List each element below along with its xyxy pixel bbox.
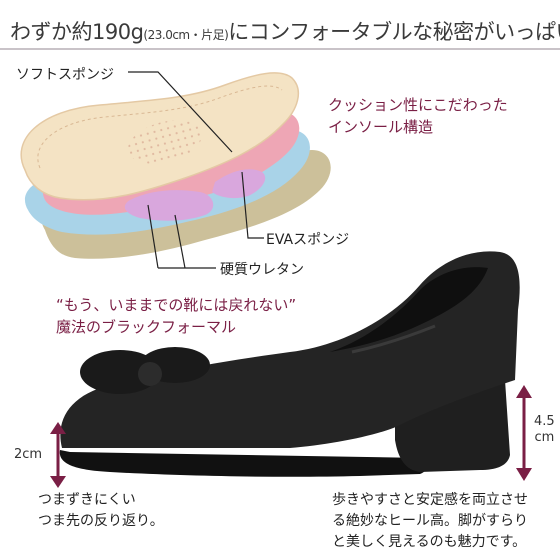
title-weight: わずか約190g bbox=[10, 20, 144, 44]
header-divider bbox=[0, 48, 560, 50]
slogan-line-2: 魔法のブラックフォーマル bbox=[56, 318, 237, 336]
heel-caption-line-1: 歩きやすさと安定感を両立させ bbox=[332, 492, 528, 508]
insole-dot-pattern bbox=[127, 120, 203, 164]
title-size-note: (23.0cm・片足) bbox=[143, 28, 229, 42]
insole-feature-line-2: インソール構造 bbox=[328, 118, 434, 136]
heel-height-value: 4.5 bbox=[534, 414, 555, 429]
slogan-line-1: “もう、いままでの靴には戻れない” bbox=[56, 296, 297, 314]
leader-lines bbox=[128, 71, 264, 269]
insole-stitch-line bbox=[37, 85, 283, 169]
urethane-leader-2 bbox=[174, 214, 186, 269]
soft-sponge-label: ソフトスポンジ bbox=[16, 67, 114, 83]
heel-caption-line-3: と美しく見えるのも魅力です。 bbox=[332, 534, 527, 550]
heel-caption-line-2: る絶妙なヒール高。脚がすらり bbox=[332, 513, 528, 529]
toe-caption-line-1: つまずきにくい bbox=[38, 492, 136, 508]
toe-caption-line-2: つま先の反り返り。 bbox=[38, 513, 164, 529]
urethane-purple-arch bbox=[212, 169, 266, 199]
soft-sponge-leader bbox=[128, 71, 233, 153]
toe-caption: つまずきにくい つま先の反り返り。 bbox=[38, 490, 164, 532]
toe-height-arrow bbox=[50, 422, 66, 488]
heel-height-label: 4.5 cm bbox=[534, 414, 555, 446]
shoe-bow-left bbox=[80, 350, 160, 394]
heel-height-arrow bbox=[516, 385, 532, 481]
shoe-wedge-heel bbox=[395, 380, 510, 472]
black-pump-shoe bbox=[59, 251, 520, 477]
slogan: “もう、いままでの靴には戻れない” 魔法のブラックフォーマル bbox=[56, 294, 296, 338]
shoe-upper bbox=[60, 251, 520, 448]
insole-feature-line-1: クッション性にこだわった bbox=[328, 96, 508, 114]
shoe-opening bbox=[330, 267, 488, 352]
shoe-bow-knot bbox=[138, 362, 162, 386]
eva-sponge-label: EVAスポンジ bbox=[266, 232, 350, 248]
insole-layers-illustration bbox=[20, 72, 331, 259]
urethane-label: 硬質ウレタン bbox=[220, 262, 304, 278]
insole-feature-text: クッション性にこだわった インソール構造 bbox=[328, 94, 508, 138]
toe-height-label: 2cm bbox=[14, 447, 43, 462]
heel-height-unit: cm bbox=[534, 430, 555, 445]
page-title: わずか約190g(23.0cm・片足)にコンフォータブルな秘密がいっぱい bbox=[10, 16, 560, 46]
urethane-leader-1 bbox=[147, 204, 159, 269]
title-tagline: にコンフォータブルな秘密がいっぱい bbox=[228, 20, 560, 44]
urethane-purple-heel bbox=[124, 190, 214, 221]
eva-leader bbox=[241, 171, 264, 239]
shoe-sole bbox=[59, 450, 429, 477]
shoe-gather bbox=[351, 324, 436, 354]
heel-caption: 歩きやすさと安定感を両立させ る絶妙なヒール高。脚がすらり と美しく見えるのも魅… bbox=[332, 490, 528, 553]
